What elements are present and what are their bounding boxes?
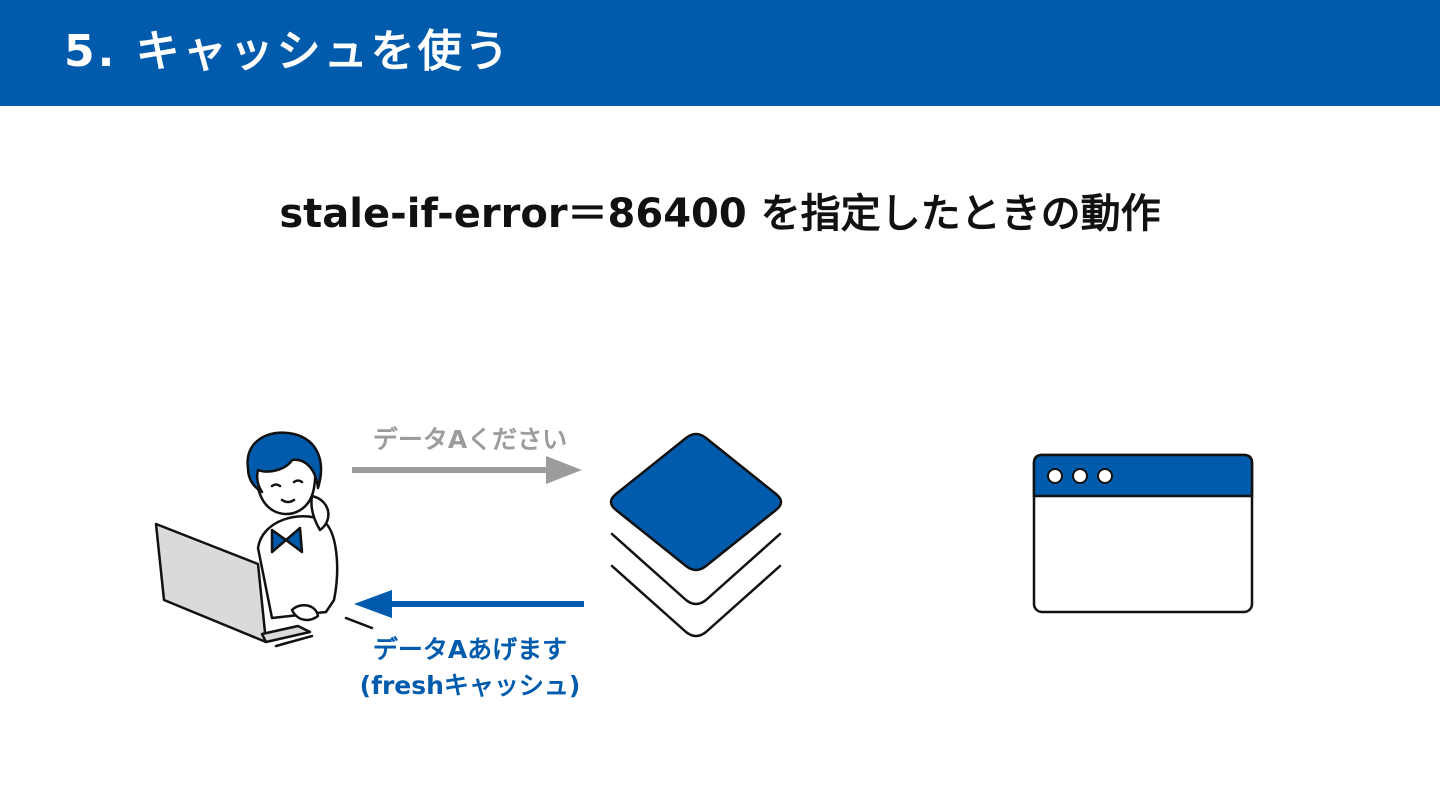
response-label-line1: データAあげます bbox=[372, 635, 568, 664]
browser-window-icon bbox=[1032, 453, 1254, 614]
response-label: データAあげます (freshキャッシュ) bbox=[330, 632, 610, 704]
person-with-laptop-icon bbox=[154, 431, 374, 648]
browser-dot-icon bbox=[1072, 468, 1088, 484]
request-arrow bbox=[352, 456, 582, 484]
header-title: 5. キャッシュを使う bbox=[64, 26, 512, 77]
response-arrow bbox=[354, 590, 584, 618]
header-bar: 5. キャッシュを使う bbox=[0, 0, 1440, 106]
response-label-line2: (freshキャッシュ) bbox=[359, 671, 581, 700]
request-label: データAください bbox=[372, 425, 568, 454]
browser-dot-icon bbox=[1047, 468, 1063, 484]
cache-stack-icon bbox=[609, 432, 783, 638]
browser-dot-icon bbox=[1097, 468, 1113, 484]
slide-heading: stale-if-error＝86400 を指定したときの動作 bbox=[279, 191, 1161, 237]
